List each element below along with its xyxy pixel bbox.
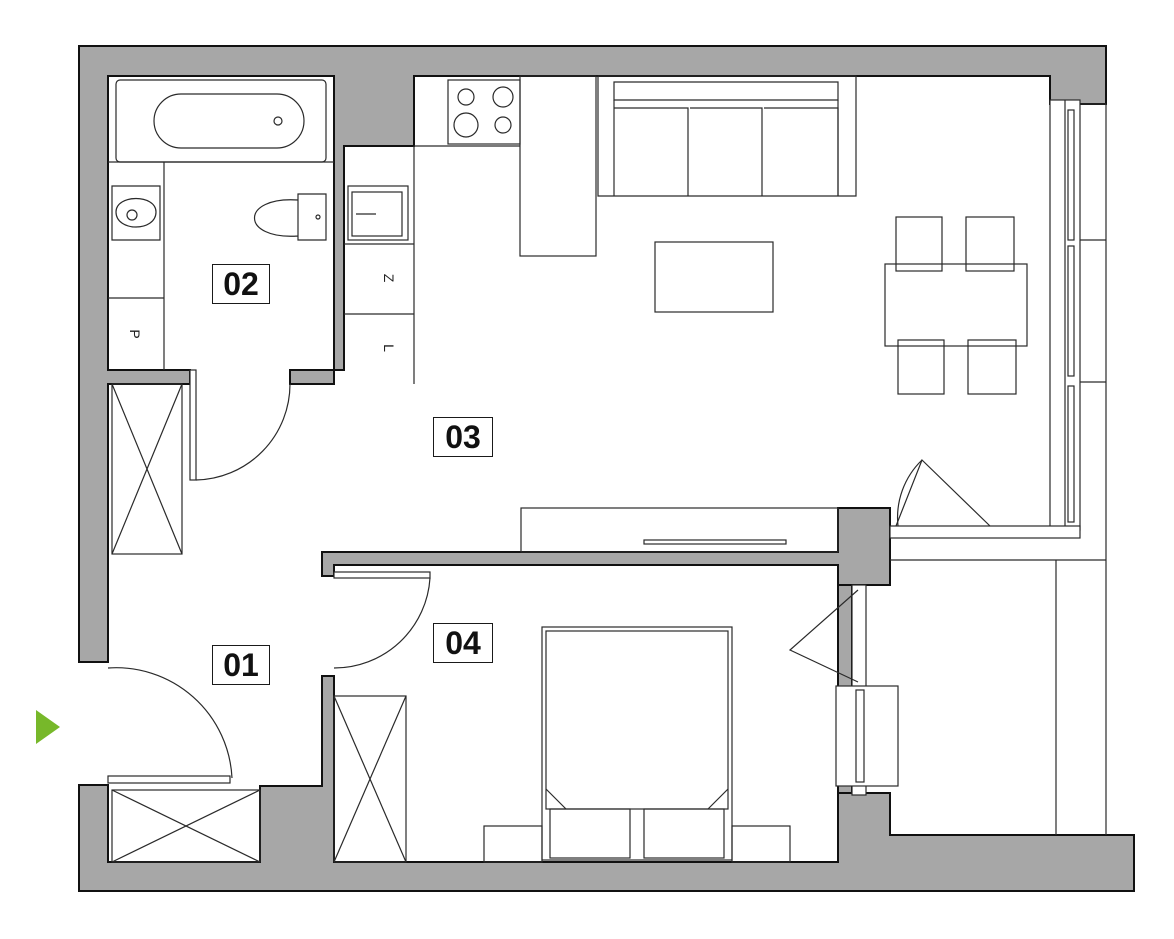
nightstand-right xyxy=(731,825,791,863)
dining-table xyxy=(884,263,1028,347)
entrance-arrow-icon xyxy=(36,710,60,744)
kitchen-fixtures xyxy=(344,75,1028,553)
coffee-table xyxy=(654,241,774,313)
bathtub-inner xyxy=(153,93,305,149)
bed xyxy=(541,626,733,861)
walls xyxy=(78,45,1135,892)
wall-top xyxy=(78,45,1107,663)
sofa xyxy=(597,75,857,197)
tv-cabinet xyxy=(520,507,839,553)
room-label-03: 03 xyxy=(433,417,493,457)
sink xyxy=(111,185,161,241)
kitchen-cabinet-marker-l: L xyxy=(381,344,397,352)
kitchen-cabinet-marker-z: Z xyxy=(381,274,397,283)
room-label-04: 04 xyxy=(433,623,493,663)
wardrobes xyxy=(111,383,407,863)
wardrobe-hall xyxy=(111,383,183,555)
wardrobe-entrance xyxy=(111,789,261,863)
nightstand-left xyxy=(483,825,543,863)
windows xyxy=(835,99,1107,835)
wall-left-lower xyxy=(78,675,1135,892)
kitchen-island xyxy=(519,75,597,257)
bedroom-fixtures xyxy=(483,626,791,863)
room-label-02: 02 xyxy=(212,264,270,304)
bathtub xyxy=(115,79,327,163)
bathroom-fixtures xyxy=(108,79,334,370)
toilet xyxy=(254,193,327,241)
doors xyxy=(107,369,991,784)
bathroom-cabinet-marker-p: P xyxy=(127,329,143,338)
room-label-01: 01 xyxy=(212,645,270,685)
bathtub-drain xyxy=(273,116,283,126)
kitchen-sink xyxy=(347,185,409,241)
wardrobe-bedroom xyxy=(333,695,407,863)
